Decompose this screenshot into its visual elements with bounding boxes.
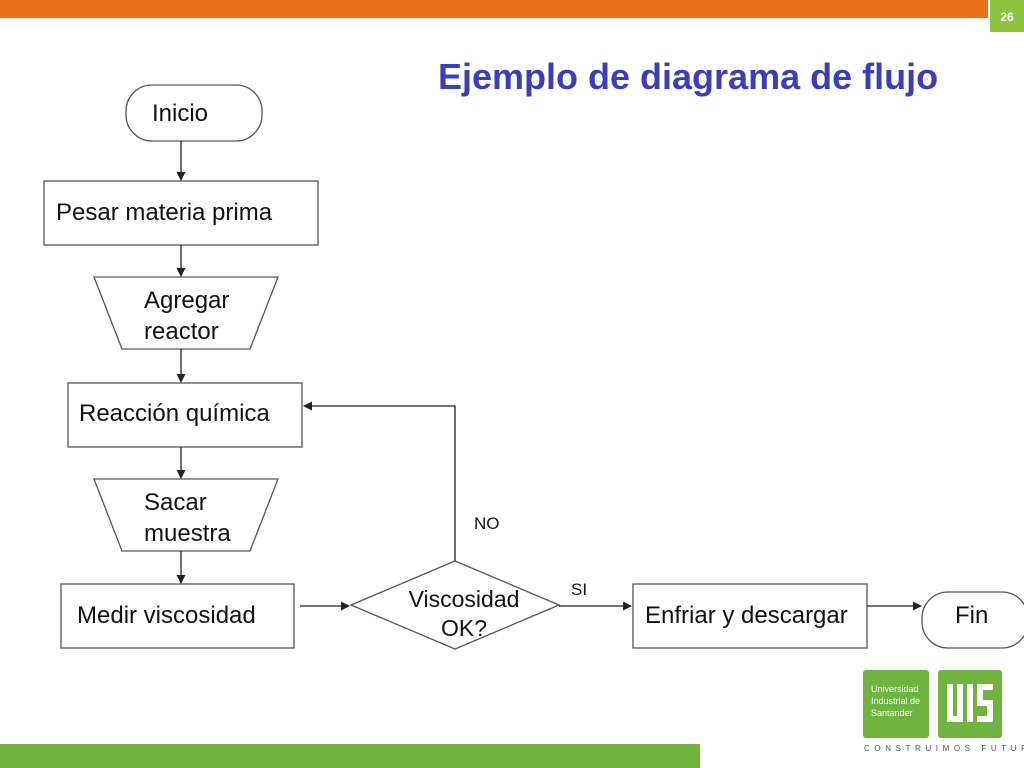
end-label: Fin: [955, 602, 988, 629]
start-label: Inicio: [152, 100, 208, 127]
bottom-accent-bar: [0, 744, 700, 768]
step-weigh-raw-material-label: Pesar materia prima: [56, 199, 273, 226]
step-chemical-reaction: Reacción química: [67, 382, 303, 448]
branch-no-label: NO: [474, 514, 500, 533]
decision-line1: Viscosidad: [409, 586, 520, 612]
step-take-sample-line1: Sacar: [144, 489, 207, 516]
step-cool-and-discharge-label: Enfriar y descargar: [645, 602, 848, 629]
step-measure-viscosity-label: Medir viscosidad: [77, 602, 256, 629]
step-measure-viscosity: Medir viscosidad: [60, 583, 295, 649]
uis-logo-icon: [938, 670, 1002, 738]
step-add-reactor-line2: reactor: [144, 318, 219, 345]
step-add-reactor-line1: Agregar: [144, 287, 229, 314]
logo-line-3: Santander: [871, 708, 913, 718]
branch-yes-label: SI: [571, 580, 587, 599]
step-weigh-raw-material: Pesar materia prima: [43, 180, 319, 246]
step-take-sample: Sacar muestra: [93, 478, 279, 552]
page-number-badge: 26: [990, 0, 1024, 32]
top-accent-bar: [0, 0, 988, 18]
step-add-reactor: Agregar reactor: [93, 276, 279, 350]
slide-title: Ejemplo de diagrama de flujo: [438, 56, 939, 97]
end-terminal: Fin: [921, 591, 1024, 649]
logo-line-2: Industrial de: [871, 696, 921, 706]
decision-line2: OK?: [441, 615, 487, 641]
university-motto: CONSTRUIMOS FUTURO: [864, 744, 1024, 753]
step-chemical-reaction-label: Reacción química: [79, 400, 270, 427]
arrow-decision-no-loop: [303, 401, 456, 561]
start-terminal: Inicio: [125, 84, 263, 142]
logo-line-1: Universidad: [871, 684, 919, 694]
step-take-sample-line2: muestra: [144, 520, 231, 547]
university-logo-text: Universidad Industrial de Santander: [863, 670, 929, 738]
decision-viscosity-ok: Viscosidad OK?: [349, 560, 561, 650]
step-cool-and-discharge: Enfriar y descargar: [632, 583, 868, 649]
